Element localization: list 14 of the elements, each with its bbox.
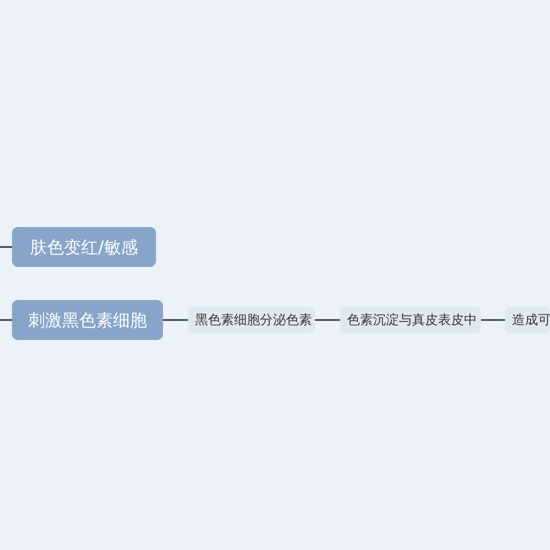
connector-line [0,319,12,321]
connector-line [315,319,340,321]
connector-line [0,246,12,248]
topic-box [12,300,163,340]
node-text: 色素沉淀与真皮表皮中 [347,312,477,329]
node-text: 刺激黑色素细胞 [28,310,147,332]
topic-box [12,227,156,267]
subtopic-box [505,307,550,333]
connector-line [481,319,505,321]
node-text: 黑色素细胞分泌色素 [195,312,312,329]
node-text: 肤色变红/敏感 [30,236,138,258]
connector-line [163,319,188,321]
subtopic-box [340,307,481,333]
subtopic-box [188,307,315,333]
